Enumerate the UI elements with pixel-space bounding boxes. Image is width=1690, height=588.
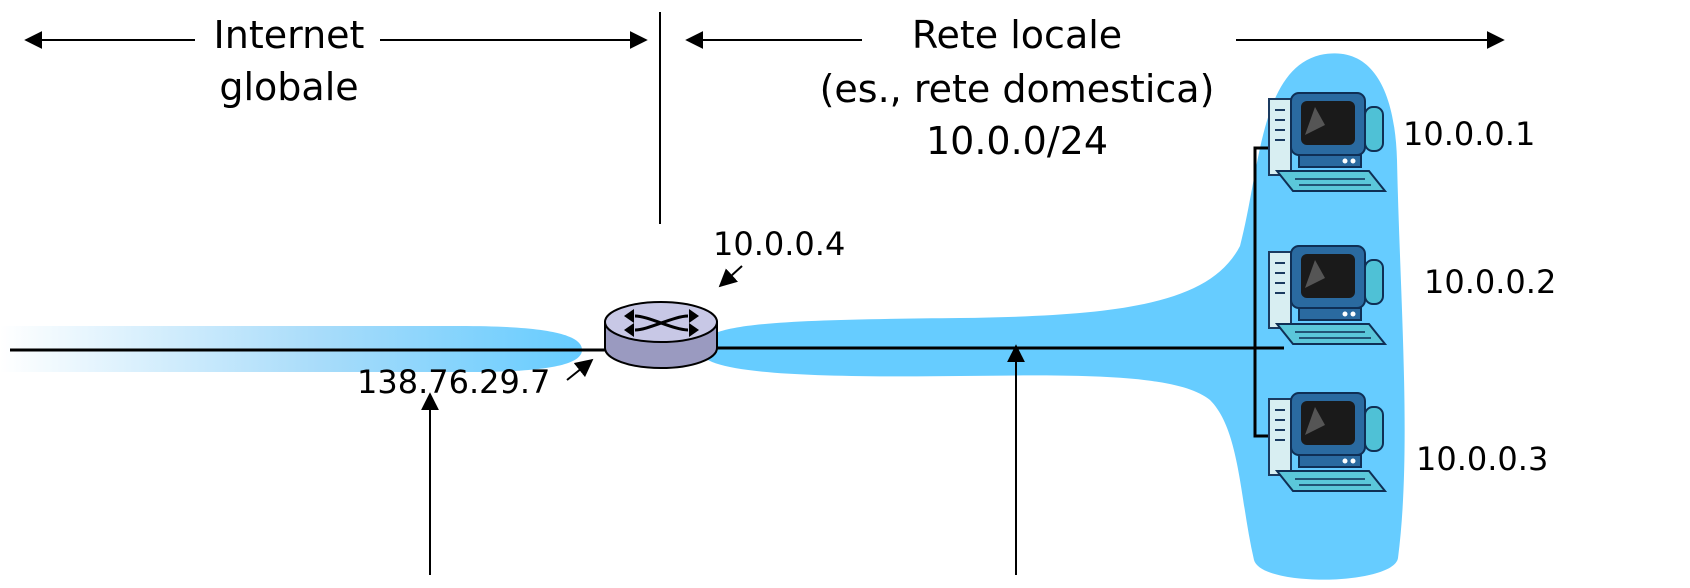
- wan-interface-arrow: [566, 358, 594, 381]
- router-lan-ip: 10.0.0.4: [713, 225, 846, 263]
- internet-label-line1: Internet: [213, 13, 365, 57]
- lan-interface-arrow: [718, 265, 743, 288]
- subnet-label: 10.0.0/24: [925, 119, 1109, 163]
- router-icon: [604, 301, 718, 369]
- host-ip-1: 10.0.0.1: [1403, 115, 1536, 153]
- lan-region: [700, 53, 1405, 580]
- host-ip-3: 10.0.0.3: [1416, 440, 1549, 478]
- local-network-label-line2: (es., rete domestica): [819, 67, 1215, 111]
- router-wan-ip: 138.76.29.7: [357, 363, 551, 401]
- internet-label-line2: globale: [219, 65, 359, 109]
- host-ip-2: 10.0.0.2: [1424, 263, 1557, 301]
- local-network-label-line1: Rete locale: [911, 13, 1123, 57]
